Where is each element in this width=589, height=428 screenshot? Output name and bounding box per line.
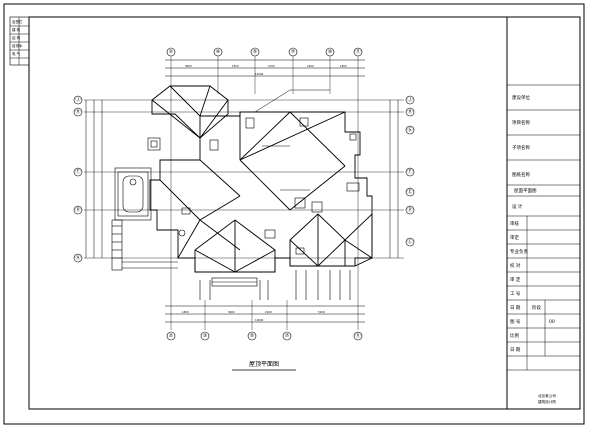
svg-text:5100: 5100 [318,310,325,314]
tb-label: 校 对 [510,262,521,269]
grid-label: Ⓔ [407,188,412,195]
title-block: 建设单位 项目名称 子项名称 图纸名称 屋面平面图 设 计 审核 审定 专业负责… [506,16,581,410]
grid-label: Ⓕ [407,168,412,175]
tb-label: 项目名称 [512,119,530,126]
grid-bubbles-right [405,95,415,247]
front-steps [199,270,351,300]
dimension-lines-top [165,59,365,77]
svg-text:2100: 2100 [265,310,272,314]
side-strip: 会签栏 建 筑 结 构 给排水 电 气 [9,16,30,66]
grid-labels-left: Ⓙ Ⓗ Ⓕ Ⓓ Ⓐ [75,96,80,261]
roof-plan: 3600 1500 2700 2400 1800 12000 1800 3600… [84,56,404,330]
grid-labels-top: ② ④ ⑤ ⑦ ⑩ ⑪ [169,48,361,55]
svg-text:2400: 2400 [307,64,314,68]
tb-label: 图 号 [510,319,521,325]
grid-label: Ⓓ [407,206,412,213]
grid-label: ② [169,333,174,339]
tb-label: 工 号 [510,291,521,297]
dimension-lines-bottom [165,305,365,323]
side-strip-label: 建 筑 [12,27,21,32]
grid-bubbles-left [73,95,83,263]
svg-text:12000: 12000 [255,72,264,76]
tb-label: 日 期 [510,347,521,353]
grid-lines-vertical [170,56,359,330]
tb-label: 屋面平面图 [514,188,537,194]
roof-outline [149,85,373,273]
tb-label: 日 期 [510,305,521,311]
dimension-lines-right [389,100,399,258]
tb-label: 设 计 [512,203,523,210]
grid-label: ⑤ [250,333,254,339]
grid-label: Ⓗ [407,108,412,115]
tb-label: 审核 [510,220,519,227]
tb-label: 建设单位 [512,94,530,101]
grid-label: Ⓙ [407,96,412,103]
grid-label: Ⓐ [75,254,80,261]
drawing-title: 屋顶平面图 [249,361,279,368]
grid-label: Ⓖ [407,126,412,133]
tb-value: 阶段 [532,304,541,311]
side-strip-label: 给排水 [12,43,23,48]
grid-label: ⑤ [253,49,257,55]
grid-label: Ⓒ [407,238,412,245]
grid-label: ⑪ [355,332,360,339]
svg-text:3600: 3600 [185,64,192,68]
grid-label: ③ [203,333,207,339]
sheet-border [3,3,585,425]
svg-text:1500: 1500 [232,64,239,68]
grid-label: ⑩ [328,49,333,55]
svg-text:12600: 12600 [255,318,264,322]
svg-text:1800: 1800 [340,64,347,68]
roof-details [147,117,360,255]
grid-labels-bottom: ② ③ ⑤ ⑦ ⑪ [169,332,361,339]
grid-label: ② [169,49,174,55]
dimension-text-bottom: 1800 3600 2100 5100 12600 [182,310,325,322]
grid-bubbles-top [166,47,363,57]
tb-footer: 北京某公司 [538,393,556,398]
grid-label: Ⓓ [75,206,80,213]
tb-footer: 建筑设计院 [538,399,556,404]
grid-label: Ⓗ [75,108,80,115]
svg-text:2700: 2700 [268,64,275,68]
svg-text:1800: 1800 [182,310,189,314]
tb-label: 比例 [510,332,519,339]
tb-value: 00 [549,319,555,325]
tb-label: 图纸名称 [512,171,530,178]
svg-text:3600: 3600 [228,310,235,314]
side-terrace [111,167,186,271]
tb-label: 专业负责 [510,248,528,255]
side-strip-label: 会签栏 [12,19,23,24]
drawing-title-group: 屋顶平面图 [232,361,296,371]
grid-label: ⑦ [285,333,290,339]
grid-label: ⑪ [355,48,360,55]
grid-label: ⑦ [291,49,296,55]
grid-bubbles-bottom [166,331,363,341]
dimension-text-top: 3600 1500 2700 2400 1800 12000 [185,64,347,76]
grid-label: ④ [216,49,221,55]
grid-label: Ⓕ [75,168,80,175]
dimension-lines-left [85,100,103,258]
grid-labels-right: Ⓙ Ⓗ Ⓖ Ⓕ Ⓔ Ⓓ Ⓒ [407,96,412,245]
tb-label: 审定 [510,234,519,241]
annotation-leader [254,89,330,191]
side-strip-label: 结 构 [12,35,21,40]
tb-label: 审 定 [510,276,521,283]
side-strip-label: 电 气 [12,51,21,56]
tb-label: 子项名称 [512,144,530,151]
grid-label: Ⓙ [75,96,80,103]
